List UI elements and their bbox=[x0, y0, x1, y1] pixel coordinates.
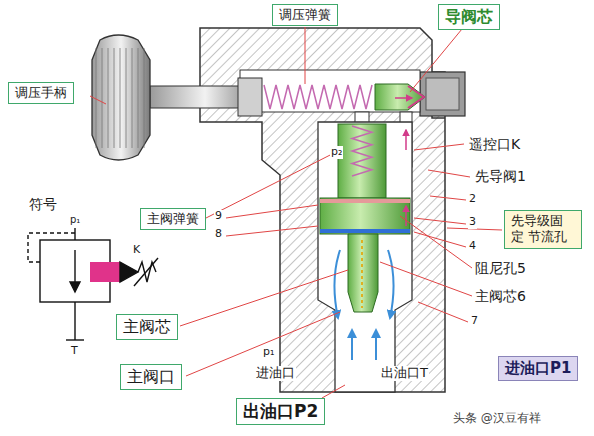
part-label: 3 bbox=[468, 216, 477, 229]
part-label: 2 bbox=[468, 193, 477, 206]
valve-body bbox=[92, 28, 465, 392]
part-label: 进油口 bbox=[255, 366, 296, 381]
part-label: 阻尼孔5 bbox=[474, 260, 527, 276]
callout-box: 调压弹簧 bbox=[272, 4, 338, 26]
callout-box: 进油口P1 bbox=[498, 356, 578, 381]
part-name: 先导级固定 节流孔 bbox=[511, 213, 575, 246]
part-name: 主阀弹簧 bbox=[147, 211, 199, 227]
part-name: 出油口P2 bbox=[243, 401, 318, 422]
part-label: 主阀芯6 bbox=[474, 288, 527, 304]
knurl-line bbox=[132, 48, 133, 148]
knurl-line bbox=[138, 48, 139, 148]
part-label: 符号 bbox=[28, 196, 58, 212]
knurl-line bbox=[126, 48, 127, 148]
callout-box: 导阀芯 bbox=[438, 4, 500, 30]
knurl-line bbox=[102, 48, 103, 148]
callout-box: 先导级固定 节流孔 bbox=[504, 210, 582, 249]
part-label: 8 bbox=[214, 228, 223, 241]
callout-box: 主阀芯 bbox=[116, 314, 178, 340]
callout-box: 主阀口 bbox=[120, 364, 182, 390]
knurl-line bbox=[114, 48, 115, 148]
spring-coil bbox=[352, 126, 372, 176]
part-label: 4 bbox=[468, 240, 477, 253]
part-label: 先导阀1 bbox=[474, 168, 527, 184]
part-name: 调压手柄 bbox=[15, 85, 67, 101]
part-name: 主阀芯 bbox=[123, 317, 171, 337]
part-label: p₂ bbox=[330, 146, 343, 159]
knurl-line bbox=[108, 48, 109, 148]
part-name: 主阀口 bbox=[127, 367, 175, 387]
part-name: 导阀芯 bbox=[445, 7, 493, 27]
part-label: p₁ bbox=[262, 346, 275, 359]
part-name: 调压弹簧 bbox=[279, 7, 331, 23]
part-label: 7 bbox=[470, 315, 479, 328]
callout-box: 调压手柄 bbox=[8, 82, 74, 104]
part-label: 遥控口K bbox=[468, 136, 521, 152]
part-name: 进油口P1 bbox=[505, 359, 571, 378]
leader-lines bbox=[90, 27, 502, 398]
callout-box: 主阀弹簧 bbox=[140, 208, 206, 230]
part-label: 出油口T bbox=[380, 366, 429, 381]
part-label: p₁ bbox=[69, 214, 81, 226]
callout-box: 出油口P2 bbox=[236, 398, 325, 425]
spring-coil bbox=[264, 85, 372, 109]
part-label: K bbox=[132, 244, 141, 257]
knurl-line bbox=[96, 48, 97, 148]
part-label: 9 bbox=[214, 210, 223, 223]
knurl-line bbox=[144, 48, 145, 148]
part-label: T bbox=[70, 345, 79, 358]
part-label: 头条 @汉豆有祥 bbox=[452, 412, 542, 426]
knurl-line bbox=[120, 48, 121, 148]
